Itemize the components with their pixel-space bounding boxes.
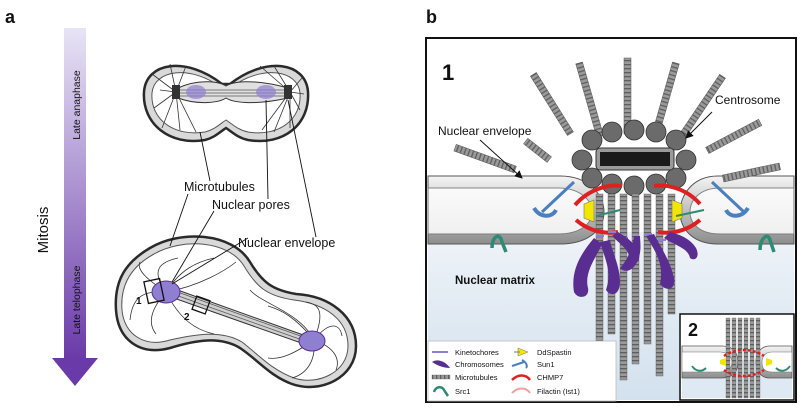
sun1-left (540, 180, 576, 214)
nuclear-envelope-arrow (479, 139, 523, 179)
panel-a: a Mitosis Late anaphase Late telophase (5, 7, 358, 389)
inset-1-number: 1 (442, 60, 454, 85)
panel-a-leader-lines (169, 99, 317, 285)
stage-late-anaphase: Late anaphase (71, 70, 83, 140)
nuclear-envelope-b (427, 175, 795, 245)
panel-a-label: a (5, 7, 16, 27)
legend-b: Kinetochores Chromosomes Microtubules Sr… (427, 340, 617, 402)
label-nuclear-envelope-b: Nuclear envelope (438, 124, 532, 138)
anaphase-cell (142, 63, 310, 143)
chromosomes-b (573, 232, 698, 297)
legend-chmp7: CHMP7 (537, 373, 563, 382)
chmp7-right (653, 183, 702, 206)
legend-ddspastin: DdSpastin (537, 348, 572, 357)
inset-2: 2 (679, 313, 795, 401)
label-nuclear-matrix: Nuclear matrix (455, 275, 536, 287)
inset-box-1-label: 1 (136, 296, 142, 307)
label-microtubules: Microtubules (184, 180, 255, 194)
label-nuclear-envelope: Nuclear envelope (238, 236, 335, 250)
legend-kinetochores: Kinetochores (455, 348, 499, 357)
legend-filactin: Filactin (Ist1) (537, 387, 580, 396)
label-centrosome: Centrosome (715, 93, 781, 107)
panel-b-label: b (426, 7, 437, 27)
stage-late-telophase: Late telophase (71, 265, 83, 334)
centrosome-b (571, 119, 697, 197)
label-nuclear-pores: Nuclear pores (212, 198, 290, 212)
sun1-right (710, 180, 746, 214)
mitosis-arrow (52, 28, 98, 386)
panel-b: b (425, 7, 797, 403)
legend-microtubules: Microtubules (455, 373, 498, 382)
chmp7-left (573, 183, 623, 207)
inset-2-number: 2 (688, 320, 698, 340)
src1-right (758, 234, 776, 253)
telophase-cell (114, 235, 358, 389)
legend-chromosomes: Chromosomes (455, 360, 504, 369)
ddspastin-left (583, 199, 595, 223)
centrosome-arrow (685, 111, 713, 139)
ddspastin-right (671, 199, 683, 223)
inset-box-2-label: 2 (184, 312, 190, 323)
chmp7-right-lower (657, 218, 702, 235)
mitosis-axis-label: Mitosis (35, 207, 52, 254)
src1-left (490, 234, 508, 253)
legend-src1: Src1 (455, 387, 470, 396)
legend-sun1: Sun1 (537, 360, 555, 369)
